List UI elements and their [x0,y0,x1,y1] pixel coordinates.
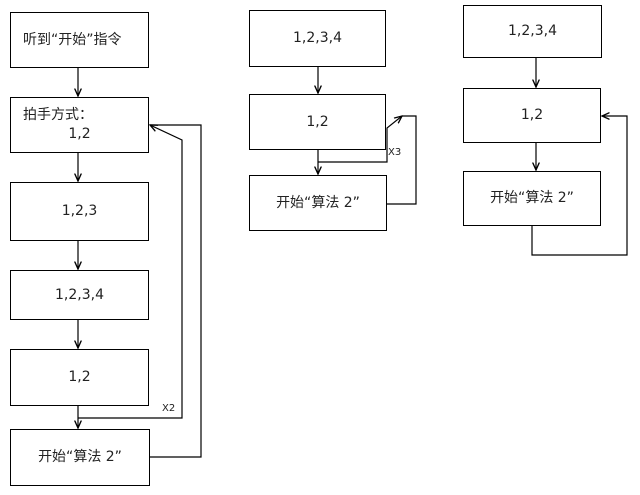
left-box-clap-value: 1,2 [68,126,91,142]
loop-mid-inner [318,116,402,163]
left-box-start-algorithm-2-label: 开始“算法 2” [38,449,122,466]
right-box-1-2: 1,2 [463,88,601,143]
right-box-1-2-3-4-label: 1,2,3,4 [508,23,557,40]
mid-loop-label: X3 [388,147,402,158]
mid-box-start-algorithm-2-label: 开始“算法 2” [276,194,360,211]
right-box-start-algorithm-2: 开始“算法 2” [463,171,601,226]
right-box-start-algorithm-2-label: 开始“算法 2” [490,190,574,207]
left-box-1-2-3-label: 1,2,3 [61,203,98,220]
left-box-clap-1-2: 拍手方式： 1,2 [10,97,149,153]
loop-left-outer [150,124,202,458]
loop-mid-outer [387,115,417,205]
loop-right [531,116,628,256]
right-box-1-2-label: 1,2 [520,107,544,124]
left-box-1-2-b: 1,2 [10,349,149,406]
left-box-1-2-3-4: 1,2,3,4 [10,270,149,320]
left-loop-label: X2 [162,403,176,414]
mid-box-1-2-label: 1,2 [306,113,329,130]
mid-box-1-2-3-4-label: 1,2,3,4 [293,30,342,47]
loop-left-inner [78,125,183,419]
right-box-1-2-3-4: 1,2,3,4 [463,5,602,58]
left-box-1-2-b-label: 1,2 [68,369,91,386]
mid-box-1-2: 1,2 [249,94,386,150]
left-box-1-2-3: 1,2,3 [10,182,149,241]
mid-box-start-algorithm-2: 开始“算法 2” [249,175,387,231]
mid-box-1-2-3-4: 1,2,3,4 [249,10,386,67]
left-box-start-command-label: 听到“开始”指令 [23,31,122,48]
left-box-start-algorithm-2: 开始“算法 2” [10,429,150,486]
left-box-start-command: 听到“开始”指令 [10,12,149,68]
left-box-1-2-3-4-label: 1,2,3,4 [55,286,104,303]
left-box-clap-title: 拍手方式： [23,107,93,124]
